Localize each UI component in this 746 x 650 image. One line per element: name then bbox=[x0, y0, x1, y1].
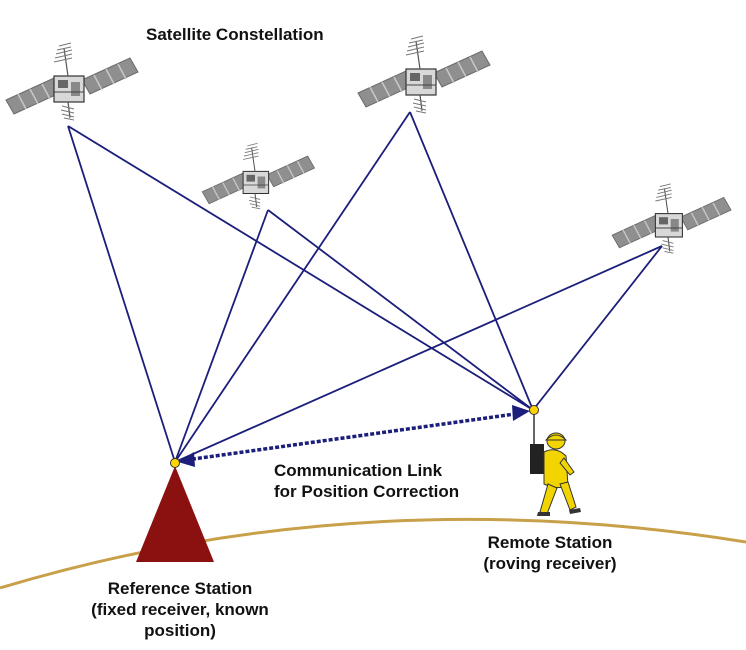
reference-station-line3: position) bbox=[144, 621, 216, 640]
surveyor-figure bbox=[530, 432, 581, 516]
remote-station-line1: Remote Station bbox=[487, 533, 613, 552]
satellite-icon bbox=[611, 183, 732, 254]
rover-antenna-point bbox=[529, 405, 539, 415]
reference-station-triangle bbox=[136, 466, 214, 562]
communication-link-arrow bbox=[178, 405, 530, 467]
remote-station-line2: (roving receiver) bbox=[483, 554, 617, 573]
satellite-icon bbox=[357, 35, 491, 114]
reference-station-line1: Reference Station bbox=[107, 579, 253, 598]
communication-link-line2: for Position Correction bbox=[274, 482, 460, 501]
satellite-constellation-title: Satellite Constellation bbox=[146, 25, 324, 44]
signal-lines bbox=[67, 111, 663, 463]
ground-horizon-curve bbox=[0, 517, 746, 590]
reference-station-line2: (fixed receiver, known bbox=[91, 600, 269, 619]
reference-station-label: Reference Station (fixed receiver, known… bbox=[60, 578, 300, 641]
remote-station-label: Remote Station (roving receiver) bbox=[470, 532, 630, 574]
reference-antenna-point bbox=[170, 458, 180, 468]
communication-link-line1: Communication Link bbox=[274, 461, 443, 480]
satellite-icon bbox=[201, 142, 316, 210]
communication-link-label: Communication Link for Position Correcti… bbox=[274, 460, 459, 502]
satellite-icon bbox=[5, 42, 139, 121]
